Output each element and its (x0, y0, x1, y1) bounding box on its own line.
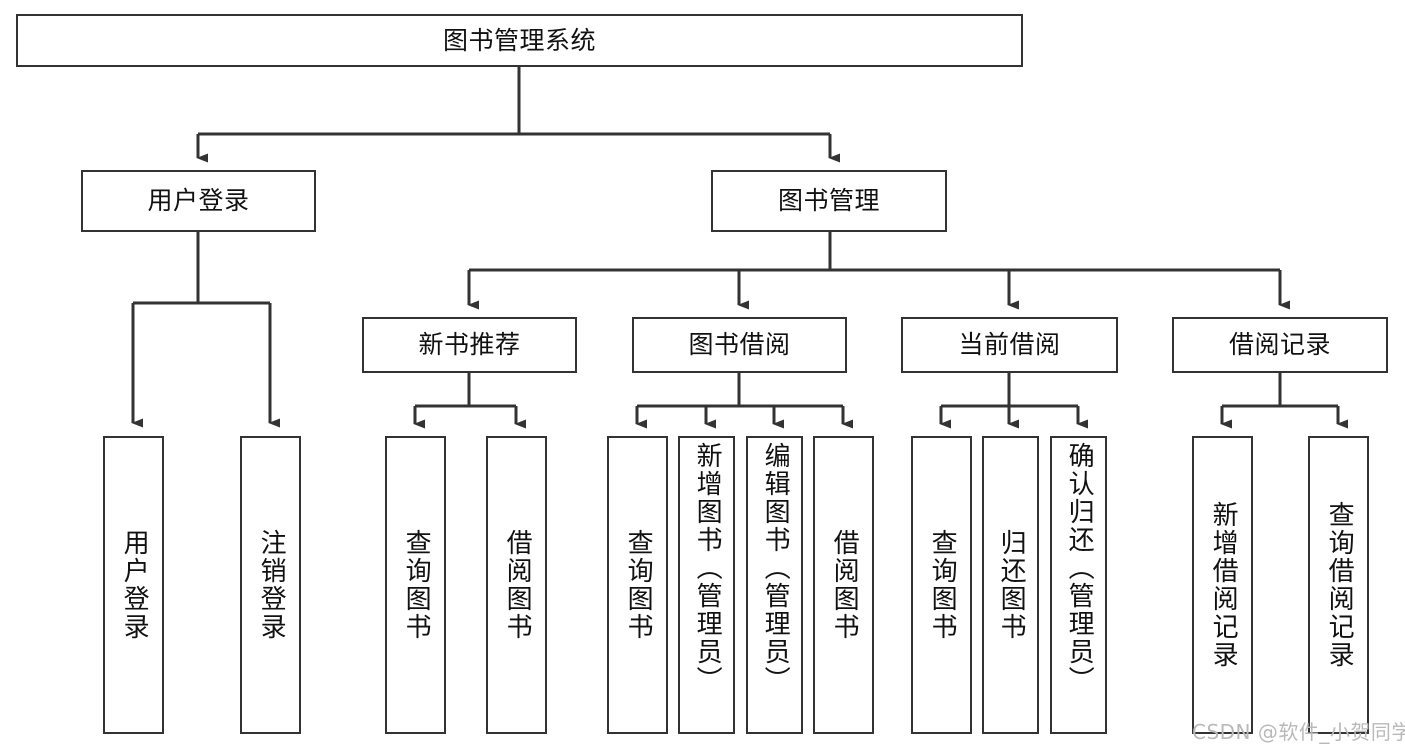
node-leaf-query-book-2[interactable]: 查询图书 (607, 436, 668, 734)
node-leaf-confirm-return-label: 确认归还（管理员） (1064, 442, 1095, 694)
node-book-borrow[interactable]: 图书借阅 (632, 317, 847, 373)
node-leaf-query-book-3-label: 查询图书 (927, 529, 958, 641)
node-leaf-user-login[interactable]: 用户登录 (103, 436, 164, 734)
node-leaf-user-login-label: 用户登录 (119, 529, 150, 641)
node-book-borrow-label: 图书借阅 (688, 330, 791, 360)
node-book-manage-label: 图书管理 (777, 186, 880, 216)
node-leaf-logout-label: 注销登录 (256, 529, 287, 641)
node-new-book-recommend[interactable]: 新书推荐 (362, 317, 577, 373)
node-leaf-query-book-1-label: 查询图书 (401, 529, 432, 641)
node-leaf-query-record[interactable]: 查询借阅记录 (1308, 436, 1369, 734)
node-leaf-add-record-label: 新增借阅记录 (1208, 501, 1239, 669)
node-current-borrow-label: 当前借阅 (958, 330, 1061, 360)
node-leaf-add-record[interactable]: 新增借阅记录 (1192, 436, 1253, 734)
node-leaf-edit-book-label: 编辑图书（管理员） (760, 442, 791, 694)
watermark-text: CSDN @软件_小贺同学 (1192, 720, 1405, 744)
node-leaf-query-book-3[interactable]: 查询图书 (911, 436, 972, 734)
node-leaf-borrow-book-1[interactable]: 借阅图书 (486, 436, 547, 734)
node-leaf-borrow-book-2-label: 借阅图书 (829, 529, 860, 641)
node-leaf-borrow-book-2[interactable]: 借阅图书 (813, 436, 874, 734)
node-new-book-recommend-label: 新书推荐 (418, 330, 521, 360)
node-borrow-record-label: 借阅记录 (1228, 330, 1331, 360)
node-borrow-record[interactable]: 借阅记录 (1172, 317, 1388, 373)
node-root[interactable]: 图书管理系统 (16, 14, 1023, 67)
node-leaf-borrow-book-1-label: 借阅图书 (502, 529, 533, 641)
node-leaf-add-book-label: 新增图书（管理员） (692, 442, 723, 694)
node-current-borrow[interactable]: 当前借阅 (901, 317, 1118, 373)
node-leaf-add-book[interactable]: 新增图书（管理员） (678, 436, 735, 734)
node-user-login-label: 用户登录 (147, 186, 250, 216)
node-leaf-logout[interactable]: 注销登录 (240, 436, 301, 734)
node-leaf-edit-book[interactable]: 编辑图书（管理员） (746, 436, 803, 734)
node-leaf-query-record-label: 查询借阅记录 (1324, 501, 1355, 669)
node-user-login[interactable]: 用户登录 (81, 170, 316, 232)
node-leaf-confirm-return[interactable]: 确认归还（管理员） (1050, 436, 1107, 734)
node-book-manage[interactable]: 图书管理 (711, 170, 947, 232)
node-leaf-return-book-label: 归还图书 (996, 529, 1027, 641)
node-leaf-query-book-1[interactable]: 查询图书 (385, 436, 446, 734)
node-leaf-return-book[interactable]: 归还图书 (982, 436, 1039, 734)
node-leaf-query-book-2-label: 查询图书 (623, 529, 654, 641)
node-root-label: 图书管理系统 (442, 25, 596, 55)
